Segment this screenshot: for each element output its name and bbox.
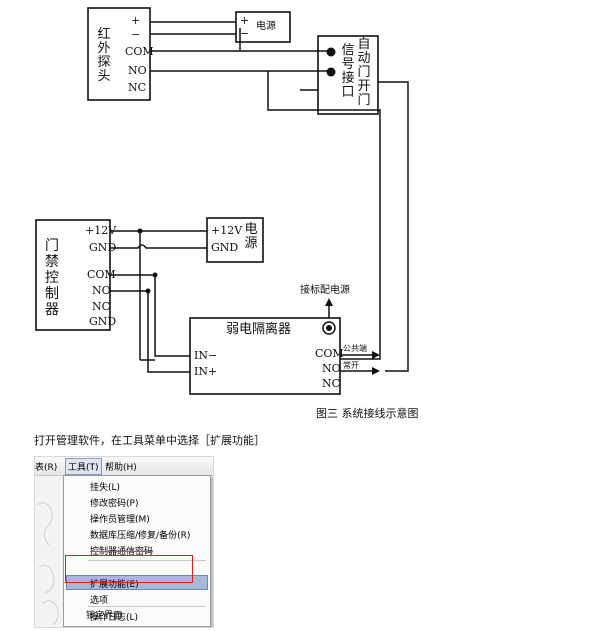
- ir-terminal-nc: NC: [128, 81, 147, 94]
- menu-report[interactable]: 表(R): [35, 463, 58, 473]
- power-small-box: [235, 11, 291, 43]
- annotation-red-box: [65, 555, 193, 583]
- ir-probe-name: 红外探头: [97, 27, 111, 84]
- menu-item-operator-management[interactable]: 操作员管理(M): [90, 515, 150, 525]
- isolator-out-com: COM: [315, 347, 344, 360]
- menu-item-operation-log[interactable]: 操作日志(L): [90, 613, 139, 623]
- menu-help[interactable]: 帮助(H): [105, 463, 137, 473]
- ac-terminal-gnd: GND: [89, 241, 117, 254]
- isolator-power-label: 接标配电源: [300, 285, 350, 296]
- figure-caption: 图三 系统接线示意图: [316, 407, 419, 420]
- ac-terminal-gnd2: GND: [89, 315, 117, 328]
- ir-terminal-plus: +: [131, 14, 141, 27]
- isolator-no-label: 常开: [343, 361, 359, 370]
- menu-item-lock-screen-wrap: 锁定界面: [86, 608, 122, 621]
- ir-terminal-no: NO: [128, 64, 147, 77]
- power-small-plus: +: [240, 14, 250, 27]
- instruction-text: 打开管理软件，在工具菜单中选择［扩展功能］: [34, 434, 265, 447]
- ac-terminal-com: COM: [87, 268, 116, 281]
- menu-separator: [88, 560, 206, 561]
- power-12v-label: 电源: [244, 222, 258, 251]
- menu-item-database-maintenance[interactable]: 数据库压缩/修复/备份(R): [90, 531, 191, 541]
- door-signal-box: [317, 35, 379, 115]
- menu-item-extended-functions[interactable]: 扩展功能(E): [90, 580, 139, 590]
- power-12v-gnd: GND: [211, 241, 239, 254]
- power-12v-plus: +12V: [211, 224, 243, 237]
- door-signal-col2: 自动门开门: [357, 37, 371, 108]
- access-controller-name: 门禁控制器: [45, 238, 59, 318]
- power-small-label: 电源: [256, 21, 276, 32]
- isolator-name: 弱电隔离器: [226, 322, 292, 337]
- menu-item-controller-comm-password[interactable]: 控制器通信密码: [90, 547, 154, 557]
- isolator-out-no: NO: [322, 362, 341, 375]
- ir-probe-box: [87, 7, 151, 101]
- menu-tools[interactable]: 工具(T): [65, 458, 102, 475]
- ir-terminal-com: COM: [125, 45, 154, 58]
- tools-dropdown: 挂失(L) 修改密码(P) 操作员管理(M) 数据库压缩/修复/备份(R) 控制…: [63, 475, 211, 627]
- menu-item-options[interactable]: 选项: [90, 596, 109, 606]
- isolator-out-nc: NC: [322, 377, 341, 390]
- ac-terminal-nc: NC: [92, 300, 111, 313]
- ir-terminal-minus: −: [131, 28, 141, 41]
- ac-terminal-no: NO: [92, 284, 111, 297]
- menu-item-change-password[interactable]: 修改密码(P): [90, 499, 139, 509]
- isolator-in-minus: IN−: [194, 349, 218, 362]
- power-small-minus: −: [240, 27, 250, 40]
- power-12v-box: [206, 217, 264, 263]
- door-signal-col1: 信号接口: [341, 43, 355, 100]
- menu-bar: 表(R) 工具(T) 帮助(H): [35, 457, 213, 476]
- wiring-diagram: [35, 7, 409, 395]
- isolator-in-plus: IN+: [194, 365, 218, 378]
- ac-terminal-12v: +12V: [85, 224, 117, 237]
- isolator-com-label: 公共端: [343, 344, 367, 353]
- menu-separator-2: [88, 606, 206, 607]
- menu-item-lock-screen[interactable]: 锁定界面: [86, 611, 123, 621]
- menu-item-report-loss[interactable]: 挂失(L): [90, 483, 121, 493]
- menu-screenshot: 表(R) 工具(T) 帮助(H) 挂失(L) 修改密码(P) 操作员管理(M) …: [34, 456, 214, 628]
